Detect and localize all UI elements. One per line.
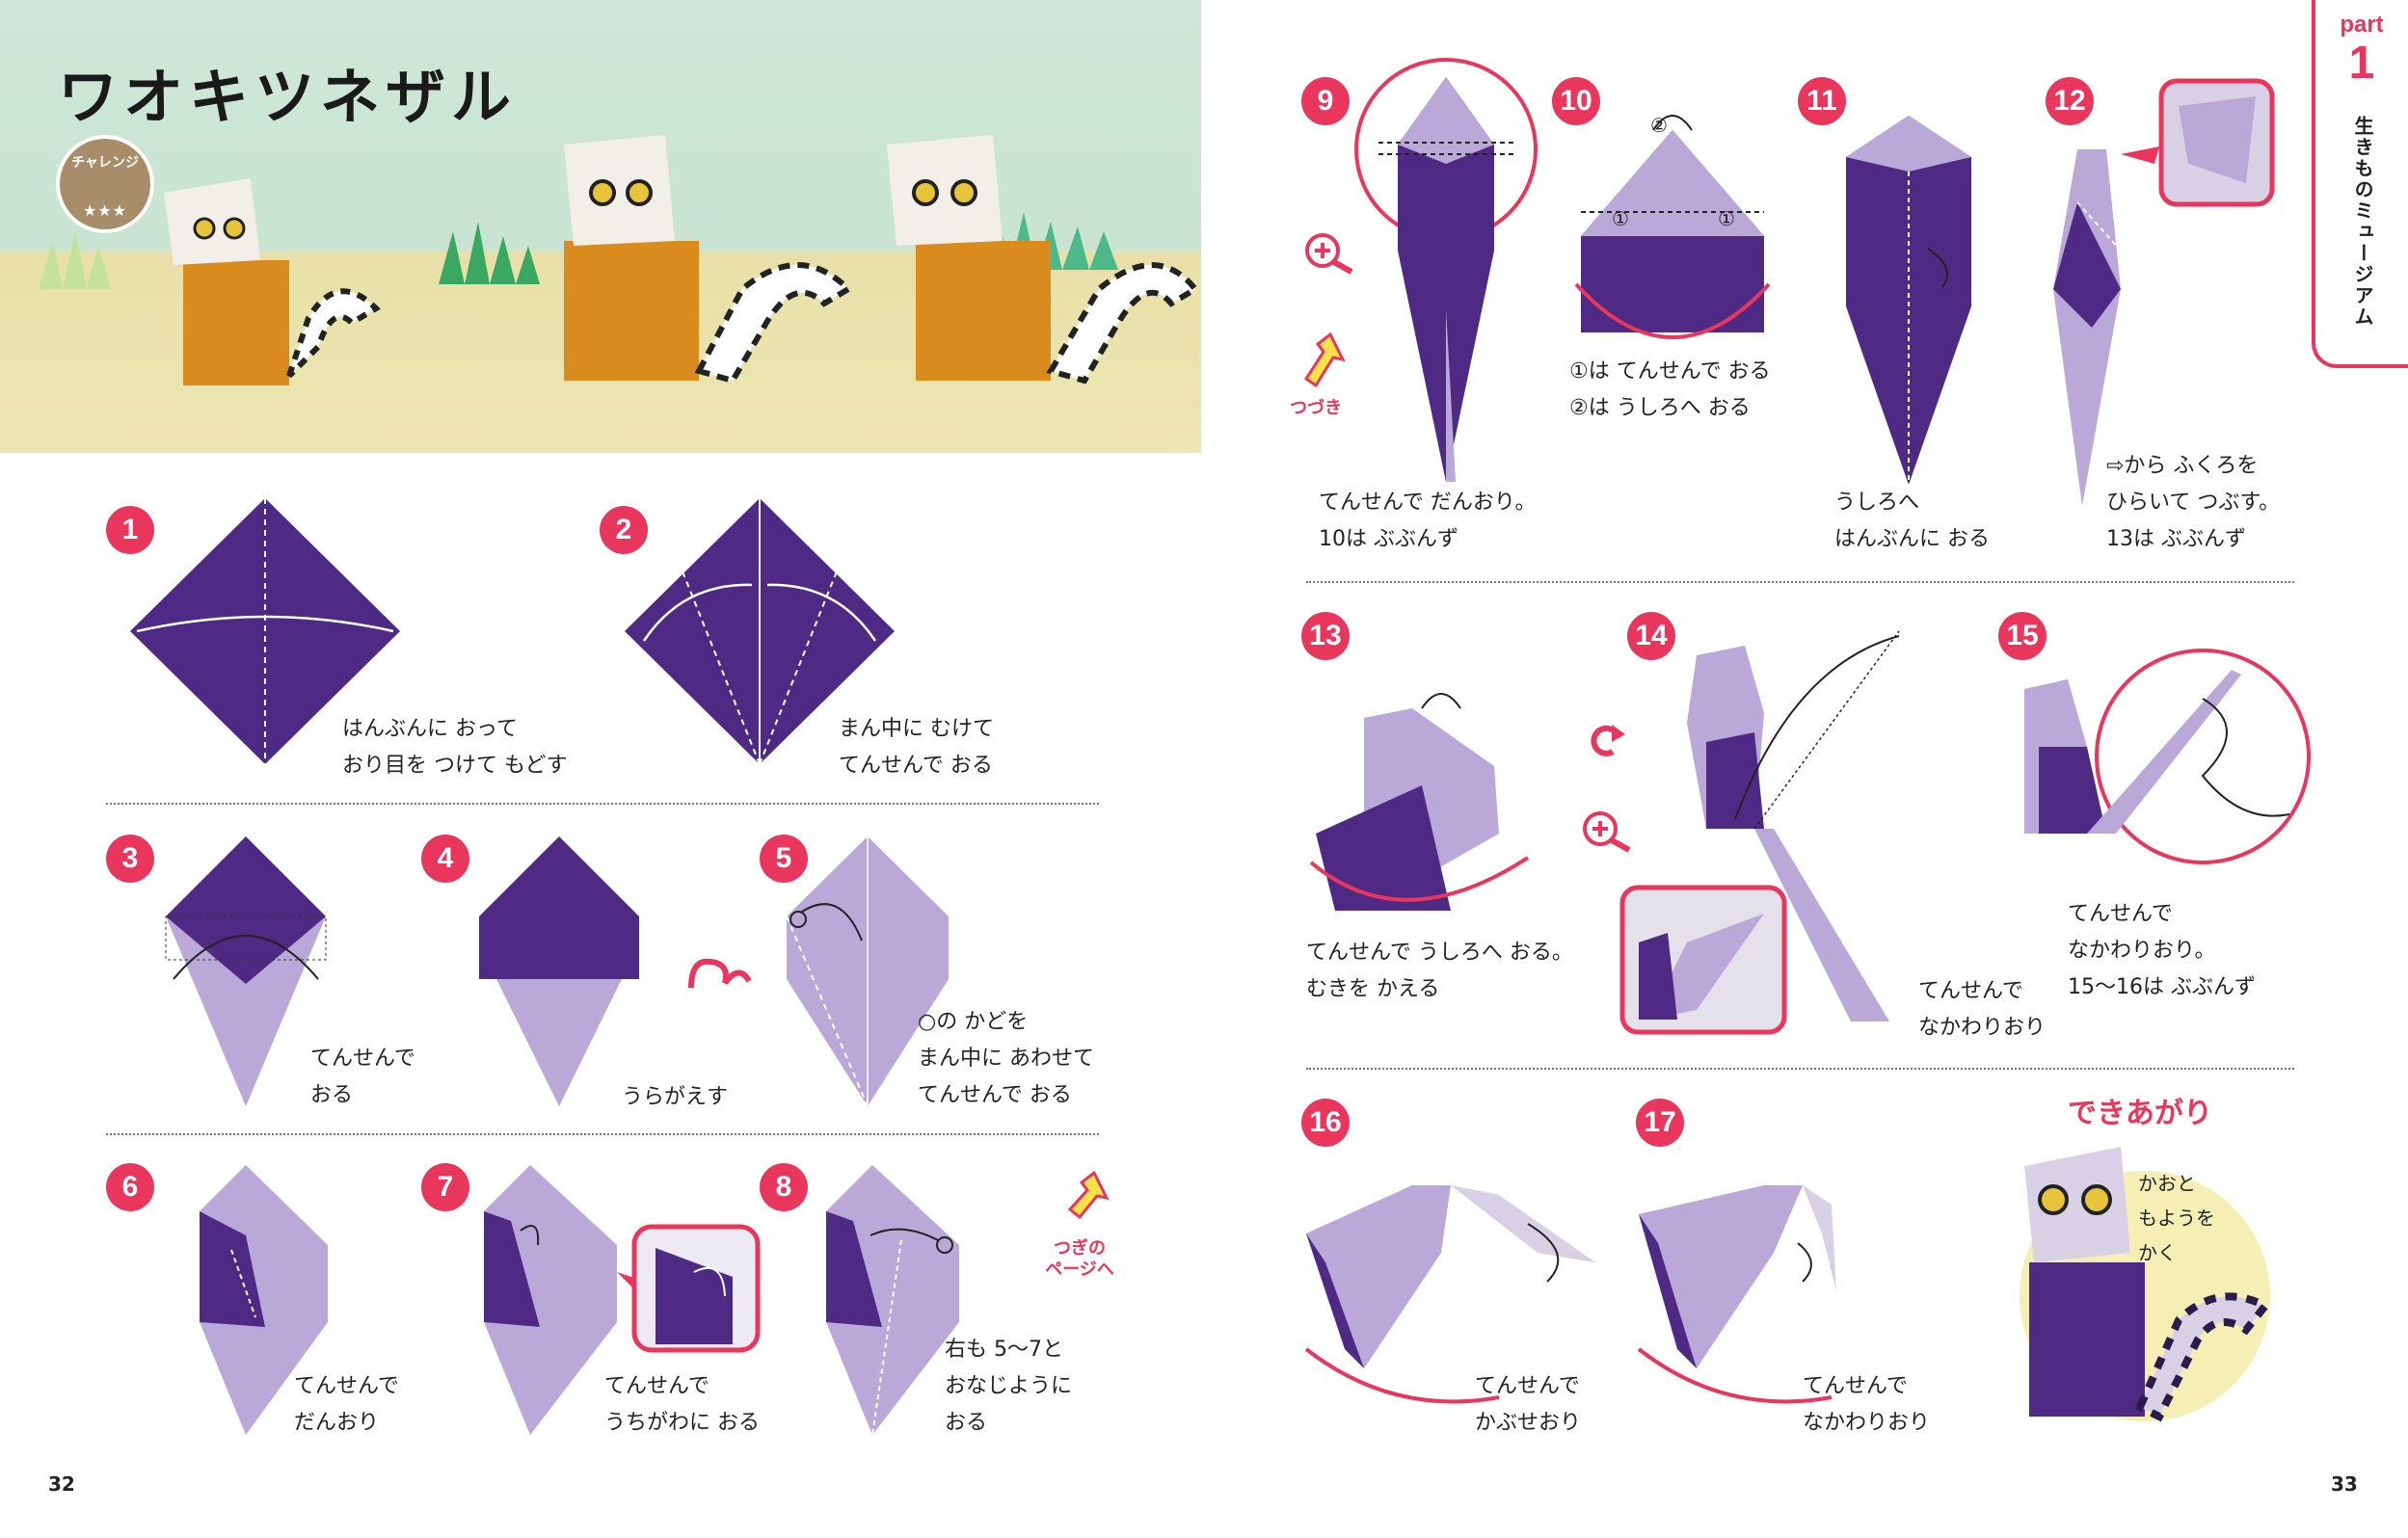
turn-over-icon bbox=[688, 958, 752, 989]
step-1-diagram bbox=[130, 498, 400, 764]
hero-photo: ワオキツネザル チャレンジ ★★★ bbox=[0, 0, 1201, 453]
next-arrow-icon bbox=[1067, 1170, 1110, 1220]
continued-label: つづき bbox=[1290, 398, 1342, 418]
step-4-caption: うらがえす bbox=[622, 1085, 729, 1109]
step-9-caption: てんせんで だんおり。 10は ぶぶんず bbox=[1319, 491, 1537, 551]
step-15-caption: てんせんで なかわりおり。 15～16は ぶぶんず bbox=[2068, 902, 2256, 999]
step-13-diagram bbox=[1309, 693, 1530, 911]
next-page-label: つぎの ページへ bbox=[1045, 1238, 1114, 1280]
step-3-diagram bbox=[165, 836, 327, 1106]
fold-marker-2: ② bbox=[1650, 114, 1668, 137]
step-number: 15 bbox=[1998, 612, 2047, 660]
tab-part-number: 1 bbox=[2348, 38, 2375, 89]
zoom-in-icon bbox=[1583, 811, 1631, 853]
hero-scene bbox=[39, 135, 1200, 385]
step-11-diagram bbox=[1846, 116, 1971, 485]
step-5-diagram bbox=[786, 836, 949, 1107]
step-8-caption: 右も 5～7と おなじように おる bbox=[945, 1338, 1073, 1435]
step-3-caption: てんせんで おる bbox=[310, 1047, 415, 1107]
step-7-caption: てんせんで うちがわに おる bbox=[604, 1374, 760, 1435]
step-6-caption: てんせんで だんおり bbox=[294, 1374, 399, 1435]
step-14-detail bbox=[1619, 885, 1787, 1035]
badge-label: チャレンジ bbox=[71, 155, 139, 171]
fold-marker-1a: ① bbox=[1612, 207, 1629, 230]
step-number: 6 bbox=[106, 1163, 154, 1211]
step-14-caption: てんせんで なかわりおり bbox=[1918, 979, 2047, 1040]
step-13-caption: てんせんで うしろへ おる。 むきを かえる bbox=[1306, 941, 1573, 1001]
step-12-detail bbox=[2121, 78, 2275, 207]
rotate-icon bbox=[1591, 725, 1625, 756]
divider bbox=[106, 803, 1099, 805]
step-1-caption: はんぶんに おって おり目を つけて もどす bbox=[342, 717, 568, 778]
step-14-diagram bbox=[1687, 630, 1900, 1021]
step-number: 4 bbox=[421, 835, 469, 883]
step-2-caption: まん中に むけて てんせんで おる bbox=[839, 717, 994, 778]
step-number: 1 bbox=[106, 506, 154, 554]
step-number: 5 bbox=[760, 835, 808, 883]
step-16-diagram bbox=[1304, 1185, 1595, 1404]
tab-part-label: part bbox=[2340, 12, 2384, 38]
step-number: 3 bbox=[106, 835, 154, 883]
page-number-left: 32 bbox=[48, 1472, 75, 1496]
step-5-caption: ○の かどを まん中に あわせて てんせんで おる bbox=[918, 1010, 1094, 1107]
finished-title: できあがり bbox=[2068, 1097, 2212, 1130]
step-15-diagram bbox=[2024, 649, 2311, 864]
step-10-caption: ①は てんせんで おる ②は うしろへ おる bbox=[1569, 359, 1771, 420]
step-number: 11 bbox=[1798, 77, 1846, 125]
page-number-right: 33 bbox=[2331, 1472, 2358, 1496]
step-9-diagram bbox=[1354, 58, 1538, 482]
divider bbox=[106, 1133, 1099, 1135]
tab-section-label: 生きものミュージアム bbox=[2351, 116, 2374, 328]
step-4-diagram bbox=[479, 836, 639, 1106]
step-8-diagram bbox=[826, 1165, 959, 1436]
divider bbox=[1306, 1068, 2294, 1070]
step-number: 13 bbox=[1301, 612, 1350, 660]
step-2-diagram bbox=[625, 498, 895, 765]
step-number: 7 bbox=[421, 1163, 469, 1211]
step-number: 17 bbox=[1636, 1099, 1684, 1147]
divider bbox=[1306, 581, 2294, 583]
finished-lemur bbox=[2024, 1147, 2272, 1422]
step-number: 9 bbox=[1301, 77, 1350, 125]
step-10-diagram bbox=[1574, 115, 1771, 339]
continued-arrow-icon bbox=[1303, 331, 1346, 388]
step-12-diagram bbox=[2053, 149, 2122, 506]
challenge-badge: チャレンジ ★★★ bbox=[56, 135, 154, 233]
step-12-caption: ⇨から ふくろを ひらいて つぶす。 13は ぶぶんず bbox=[2106, 454, 2281, 551]
step-7-diagram bbox=[484, 1165, 617, 1435]
step-16-caption: てんせんで かぶせおり bbox=[1475, 1374, 1582, 1435]
zoom-in-icon bbox=[1305, 233, 1353, 275]
step-17-diagram bbox=[1637, 1185, 1836, 1404]
step-number: 14 bbox=[1627, 612, 1675, 660]
step-number: 8 bbox=[760, 1163, 808, 1211]
step-number: 2 bbox=[600, 506, 648, 554]
fold-marker-1b: ① bbox=[1718, 207, 1735, 230]
finished-note: かおと もようを かく bbox=[2138, 1172, 2215, 1264]
step-17-caption: てんせんで なかわりおり bbox=[1803, 1374, 1931, 1435]
page-title: ワオキツネザル bbox=[58, 62, 518, 132]
step-number: 16 bbox=[1301, 1099, 1350, 1147]
step-7-detail bbox=[617, 1224, 761, 1353]
step-number: 12 bbox=[2046, 77, 2094, 125]
step-6-diagram bbox=[200, 1165, 328, 1435]
step-number: 10 bbox=[1552, 77, 1600, 125]
step-11-caption: うしろへ はんぶんに おる bbox=[1834, 491, 1990, 551]
badge-stars: ★★★ bbox=[82, 201, 128, 220]
chapter-tab: part 1 生きものミュージアム bbox=[2312, 0, 2408, 368]
